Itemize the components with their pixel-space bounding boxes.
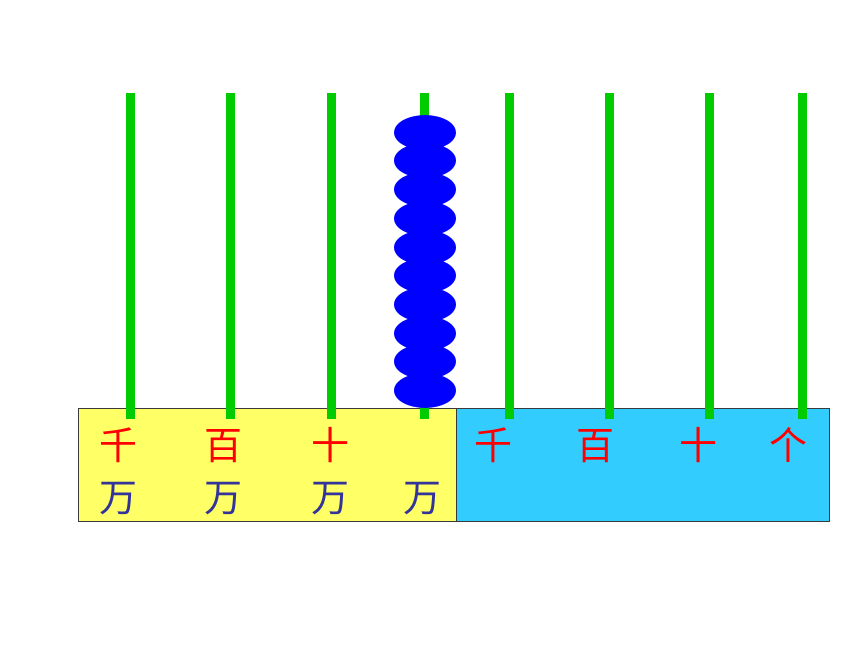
place-label-wan-4: 万 [402, 476, 441, 520]
rod-ge [798, 93, 807, 419]
place-label-ge: 个 [768, 424, 807, 468]
wan-section-panel [78, 408, 457, 522]
place-label-shi: 十 [678, 424, 717, 468]
bead [393, 114, 456, 150]
place-label-wan-3: 万 [310, 476, 349, 520]
place-label-bai-upper: 百 [203, 424, 242, 468]
place-label-shi-upper: 十 [310, 424, 349, 468]
place-label-bai: 百 [575, 424, 614, 468]
rod-bai [605, 93, 614, 419]
rod-qianwan [126, 93, 135, 419]
place-label-wan-2: 万 [203, 476, 242, 520]
place-label-qian-upper: 千 [98, 424, 137, 468]
rod-baiwan [226, 93, 235, 419]
place-label-wan-1: 万 [98, 476, 137, 520]
ge-section-panel [456, 408, 830, 522]
rod-shi [705, 93, 714, 419]
place-label-qian: 千 [473, 424, 512, 468]
rod-shiwan [327, 93, 336, 419]
rod-qian [505, 93, 514, 419]
